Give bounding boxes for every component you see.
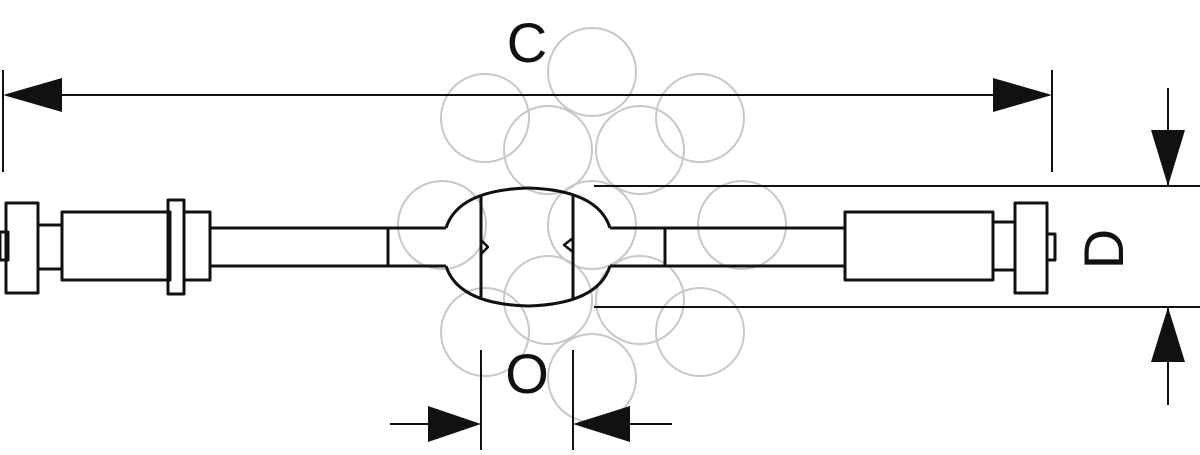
label-o: O xyxy=(505,342,549,405)
left-cap-neck xyxy=(36,223,64,271)
label-c: C xyxy=(507,11,547,74)
left-end-cap xyxy=(4,201,40,295)
dimension-d xyxy=(594,88,1200,405)
right-cap-pin xyxy=(1045,232,1057,262)
lamp-bulb xyxy=(444,186,612,229)
left-cap-pin xyxy=(0,230,10,262)
lamp-body xyxy=(0,186,1057,308)
dimension-c xyxy=(2,70,1053,172)
right-base xyxy=(843,210,995,282)
left-base xyxy=(60,210,172,282)
watermark-logo xyxy=(397,27,787,423)
dimension-o xyxy=(390,350,672,450)
right-electrode xyxy=(562,237,574,253)
right-end-cap xyxy=(1013,201,1049,295)
left-collar xyxy=(182,210,212,282)
right-cap-neck xyxy=(991,220,1017,272)
left-electrode xyxy=(480,239,490,255)
label-d: D xyxy=(1072,229,1135,269)
